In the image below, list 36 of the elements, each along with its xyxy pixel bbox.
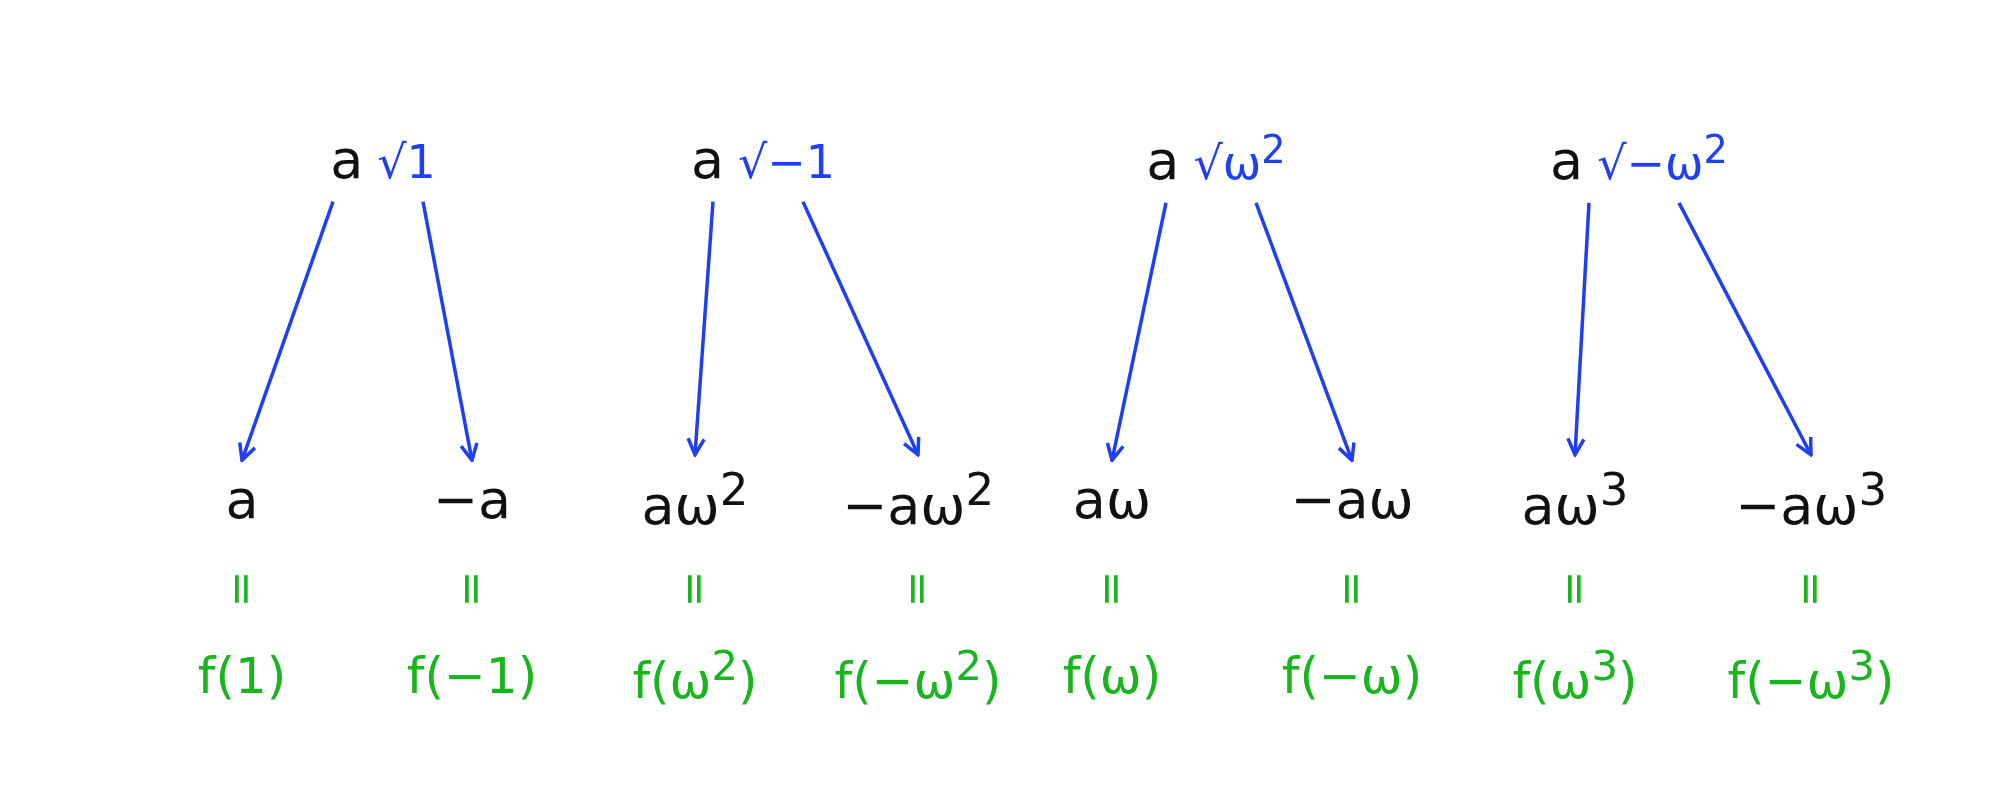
arrow (238, 201, 335, 463)
math-term: −aω$^{3}$ (1728, 460, 1894, 540)
function-value: f(−1) (406, 648, 538, 704)
arrow (1566, 202, 1591, 457)
function-value: f(ω) (1062, 648, 1162, 704)
math-term: aω (1066, 466, 1158, 534)
function-value: f(−ω) (1281, 648, 1423, 704)
arrow (421, 201, 479, 463)
function-value: f(ω$^{2}$) (632, 643, 758, 709)
function-value: f(−ω$^{3}$) (1727, 643, 1895, 709)
math-term: −aω (1284, 466, 1420, 534)
equals-sign: = (1327, 570, 1377, 608)
equals-sign: = (1786, 570, 1836, 608)
math-term: aω$^{3}$ (1515, 460, 1635, 540)
equals-sign: = (447, 570, 497, 608)
arrow (1677, 202, 1813, 457)
equals-sign: = (670, 570, 720, 608)
math-term: −a (426, 466, 518, 534)
equals-sign: = (1550, 570, 1600, 608)
equals-sign: = (217, 570, 267, 608)
arrow (801, 200, 921, 457)
radical-expression: a √−1 (684, 126, 842, 194)
radical-expression: a √−ω$^{2}$ (1544, 125, 1734, 195)
arrow (1105, 202, 1168, 463)
arrow (1254, 202, 1356, 463)
function-value: f(ω$^{3}$) (1512, 643, 1638, 709)
equals-sign: = (893, 570, 943, 608)
equals-sign: = (1087, 570, 1137, 608)
radical-expression: a √1 (324, 126, 442, 194)
math-term: aω$^{2}$ (635, 460, 755, 540)
function-value: f(−ω$^{2}$) (834, 643, 1002, 709)
function-value: f(1) (197, 648, 287, 704)
radical-expression: a √ω$^{2}$ (1140, 125, 1292, 195)
math-term: a (219, 466, 265, 534)
arrow (686, 201, 715, 457)
math-term: −aω$^{2}$ (835, 460, 1001, 540)
